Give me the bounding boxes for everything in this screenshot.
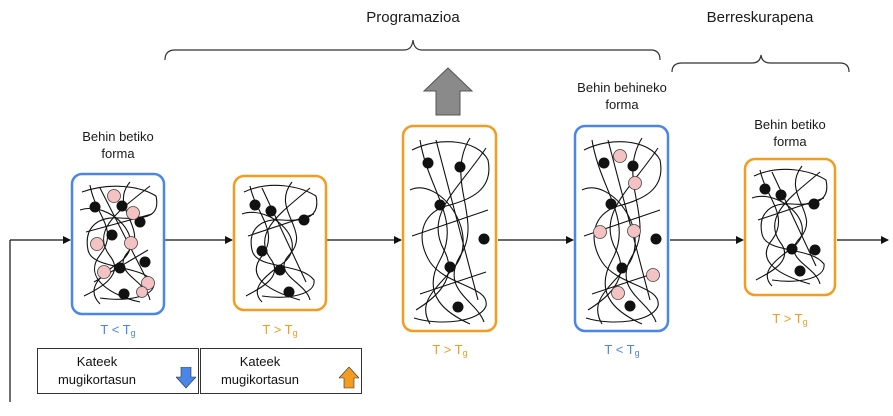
chain-mobility-box-decrease: Kateek mugikortasun	[37, 348, 199, 394]
state-caption: Behin behineko forma	[560, 79, 684, 113]
mobility-line: mugikortasun	[220, 372, 300, 387]
state-caption-line: Behin betiko	[82, 129, 154, 144]
state-frame-permanent	[70, 172, 166, 316]
mobility-line: Kateek	[239, 354, 281, 369]
temperature-label: T > Tg	[410, 342, 490, 358]
temperature-text: T > T	[772, 311, 803, 326]
mobility-text: Kateek mugikortasun	[38, 353, 156, 389]
state-frame-recovered	[743, 157, 837, 297]
temperature-subscript: g	[130, 328, 136, 338]
temperature-text: T < T	[100, 322, 131, 337]
chain-mobility-box-increase: Kateek mugikortasun	[200, 348, 362, 394]
mobility-line: mugikortasun	[57, 372, 137, 387]
crosslink-points	[422, 157, 490, 313]
section-title-recovery: Berreskurapena	[706, 9, 814, 26]
temperature-label: T > Tg	[750, 311, 830, 327]
temperature-text: T > T	[432, 342, 463, 357]
arrow-up-icon	[339, 367, 359, 389]
recovery-brace	[671, 54, 850, 73]
temperature-label: T > Tg	[240, 322, 320, 338]
temperature-subscript: g	[462, 348, 468, 358]
state-caption-line: forma	[773, 134, 807, 149]
section-title-programming: Programazioa	[366, 9, 460, 26]
temperature-text: T > T	[262, 322, 293, 337]
state-caption-line: Behin behineko	[577, 80, 667, 95]
crosslink-points	[759, 183, 821, 277]
crosslink-points	[89, 189, 155, 300]
polymer-chains	[241, 181, 318, 303]
state-caption-line: forma	[605, 97, 639, 112]
temperature-text: T < T	[604, 342, 635, 357]
state-frame-heated	[232, 174, 328, 312]
crosslink-points	[249, 199, 310, 298]
temperature-label: T < Tg	[78, 322, 158, 338]
temperature-label: T < Tg	[582, 342, 662, 358]
state-caption: Behin betiko forma	[58, 128, 178, 162]
arrow-down-icon	[176, 367, 196, 389]
state-caption-line: Behin betiko	[754, 117, 826, 132]
mobility-line: Kateek	[76, 354, 118, 369]
state-frame-deformed	[401, 124, 498, 333]
state-frame-temporary	[573, 124, 670, 333]
big-up-arrow-icon	[422, 67, 474, 116]
state-caption-line: forma	[101, 146, 135, 161]
temperature-subscript: g	[292, 328, 298, 338]
programming-brace	[164, 39, 661, 61]
temperature-subscript: g	[634, 348, 640, 358]
crosslink-points	[593, 149, 662, 312]
polymer-chains	[409, 137, 490, 325]
state-caption: Behin betiko forma	[730, 116, 850, 150]
temperature-subscript: g	[802, 317, 808, 327]
mobility-text: Kateek mugikortasun	[201, 353, 319, 389]
